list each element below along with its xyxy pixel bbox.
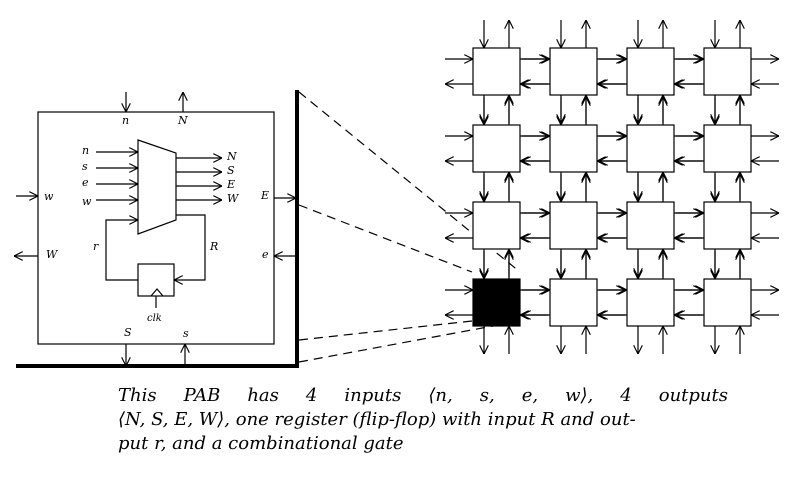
pab-cell	[703, 201, 752, 250]
pab-cell	[703, 124, 752, 173]
pab-cell	[472, 124, 521, 173]
label-right-e: e	[262, 248, 269, 261]
pab-cell-highlighted	[472, 278, 521, 327]
label-left-W: W	[46, 248, 59, 261]
clock-label: clk	[147, 313, 162, 324]
gate-input-label-e: e	[82, 176, 89, 189]
pab-cell	[549, 201, 598, 250]
gate-output-label-N: N	[226, 150, 237, 163]
label-bottom-S: S	[124, 326, 132, 339]
figure-caption: This PAB has 4 inputs ⟨n, s, e, w⟩, 4 ou…	[118, 384, 728, 456]
pab-cell	[626, 278, 675, 327]
pab-cell	[703, 278, 752, 327]
caption-line-1: This PAB has 4 inputs ⟨n, s, e, w⟩, 4 ou…	[118, 385, 728, 406]
label-bottom-s: s	[183, 327, 189, 340]
feedback-label-r: r	[93, 240, 99, 253]
pab-cell	[626, 124, 675, 173]
pab-cell	[472, 47, 521, 96]
pab-cell	[626, 201, 675, 250]
gate-output-label-E: E	[226, 178, 235, 191]
feedback-R-wire	[174, 214, 206, 280]
label-top-N: N	[177, 114, 188, 127]
label-right-E: E	[260, 189, 269, 202]
pab-array	[445, 20, 779, 354]
combinational-gate	[137, 139, 177, 235]
pab-cell	[549, 278, 598, 327]
gate-output-label-W: W	[227, 192, 240, 205]
pab-cell	[626, 47, 675, 96]
caption-line-2: ⟨N, S, E, W⟩, one register (flip-flop) w…	[118, 409, 636, 430]
gate-input-label-w: w	[82, 195, 92, 208]
label-top-n: n	[122, 114, 129, 127]
pab-cell	[549, 124, 598, 173]
pab-labels: n N w W E e S s n s e w N S E W r R clk	[44, 114, 269, 340]
pab-cell	[703, 47, 752, 96]
pab-cell	[472, 201, 521, 250]
gate-input-label-n: n	[82, 144, 89, 157]
pab-boundary	[37, 111, 275, 345]
gate-output-label-S: S	[227, 164, 235, 177]
label-left-w: w	[44, 190, 54, 203]
feedback-label-R: R	[209, 240, 218, 253]
clock-triangle	[150, 288, 164, 297]
zoom-lines	[298, 91, 521, 363]
flip-flop-register	[137, 263, 175, 297]
gate-input-label-s: s	[82, 160, 88, 173]
caption-line-3: put r, and a combinational gate	[118, 433, 404, 454]
feedback-r-wire	[105, 220, 138, 281]
pab-cell	[549, 47, 598, 96]
pab-detail	[14, 90, 299, 368]
